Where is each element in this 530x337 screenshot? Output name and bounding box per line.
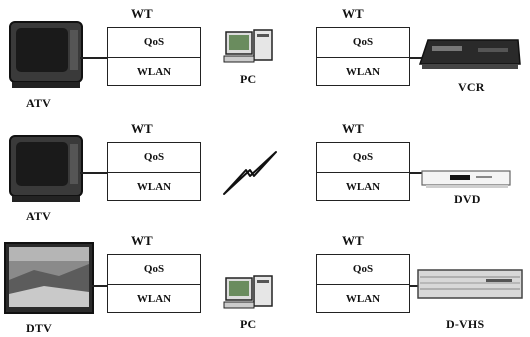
qos-layer: QoS — [317, 28, 409, 58]
qos-layer: QoS — [108, 143, 200, 173]
wt-title: WT — [131, 6, 153, 22]
tv-label: DTV — [26, 321, 52, 336]
pc-icon — [224, 274, 276, 312]
tv-icon — [8, 134, 86, 204]
wt-title: WT — [131, 121, 153, 137]
vcr-label: VCR — [458, 80, 485, 95]
wt-title: WT — [342, 233, 364, 249]
wt-title: WT — [131, 233, 153, 249]
d-vhs-label: D-VHS — [446, 317, 484, 332]
wlan-layer: WLAN — [317, 285, 409, 314]
wt-box: QoS WLAN — [316, 142, 410, 201]
qos-layer: QoS — [317, 143, 409, 173]
wt-title: WT — [342, 6, 364, 22]
qos-layer: QoS — [317, 255, 409, 285]
connection-line — [80, 57, 109, 59]
wt-box: QoS WLAN — [316, 254, 410, 313]
wlan-layer: WLAN — [108, 173, 200, 202]
wt-box: QoS WLAN — [107, 254, 201, 313]
tv-icon — [8, 20, 86, 90]
wt-title: WT — [342, 121, 364, 137]
wlan-layer: WLAN — [317, 173, 409, 202]
pc-label: PC — [240, 72, 256, 87]
tv-label: ATV — [26, 96, 51, 111]
d-vhs-icon — [416, 268, 524, 302]
wt-box: QoS WLAN — [107, 142, 201, 201]
dvd-label: DVD — [454, 192, 481, 207]
wlan-layer: WLAN — [108, 58, 200, 87]
pc-label: PC — [240, 317, 256, 332]
wt-box: QoS WLAN — [316, 27, 410, 86]
connection-line — [80, 172, 109, 174]
wireless-link-icon — [220, 150, 280, 196]
tv-icon — [4, 242, 96, 318]
pc-icon — [224, 28, 276, 66]
tv-label: ATV — [26, 209, 51, 224]
wt-box: QoS WLAN — [107, 27, 201, 86]
qos-layer: QoS — [108, 28, 200, 58]
wlan-layer: WLAN — [317, 58, 409, 87]
qos-layer: QoS — [108, 255, 200, 285]
dvd-player-icon — [420, 167, 512, 191]
wlan-layer: WLAN — [108, 285, 200, 314]
vcr-icon — [418, 38, 522, 72]
